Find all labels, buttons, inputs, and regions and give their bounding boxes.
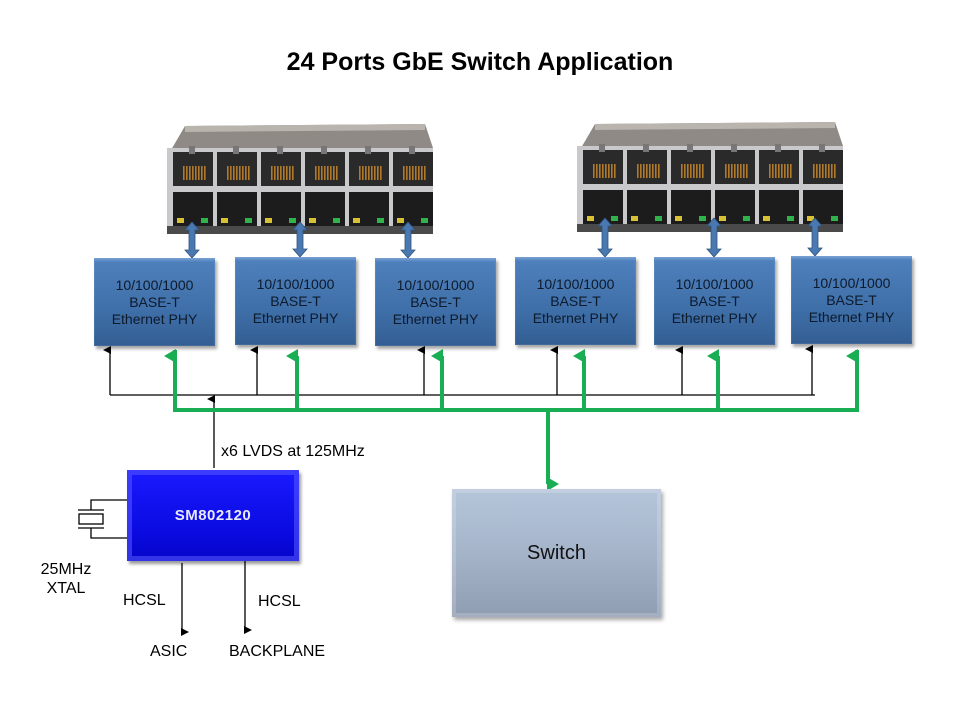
switch-label: Switch	[527, 541, 586, 564]
phy-block: 10/100/1000 BASE-T Ethernet PHY	[654, 257, 775, 345]
phy-standard: BASE-T	[410, 293, 461, 310]
rj45-port	[173, 192, 213, 226]
phy-standard: BASE-T	[826, 291, 877, 308]
rj45-port	[217, 146, 257, 186]
phy-speed: 10/100/1000	[256, 275, 335, 292]
bidirectional-arrow-icon	[597, 217, 613, 258]
rj45-port	[759, 190, 799, 224]
phy-standard: BASE-T	[550, 292, 601, 309]
bidirectional-arrow-icon	[184, 221, 200, 259]
page-title: 24 Ports GbE Switch Application	[286, 48, 674, 76]
rj45-port	[671, 144, 711, 184]
rj45-port	[305, 146, 345, 186]
crystal-icon	[78, 499, 127, 539]
rj45-port	[261, 146, 301, 186]
bidirectional-arrow-icon	[807, 217, 823, 257]
rj45-connector-right	[577, 122, 843, 232]
hcsl-backplane-label: HCSL	[258, 593, 301, 610]
lvds-output-label: x6 LVDS at 125MHz	[221, 443, 365, 460]
phy-block: 10/100/1000 BASE-T Ethernet PHY	[94, 258, 215, 346]
connector-phy-links	[184, 217, 823, 259]
rj45-connector-left	[167, 124, 433, 234]
rj45-port	[173, 146, 213, 186]
phy-block: 10/100/1000 BASE-T Ethernet PHY	[375, 258, 496, 346]
bidirectional-arrow-icon	[706, 217, 722, 258]
crystal-type: XTAL	[46, 580, 86, 597]
rj45-port	[803, 144, 843, 184]
phy-speed: 10/100/1000	[115, 276, 194, 293]
rj45-port	[715, 190, 755, 224]
rj45-port	[305, 192, 345, 226]
rj45-port	[627, 190, 667, 224]
clock-chip-block: SM802120	[127, 470, 299, 561]
phy-block: 10/100/1000 BASE-T Ethernet PHY	[791, 256, 912, 344]
phy-speed: 10/100/1000	[536, 275, 615, 292]
rj45-port	[349, 192, 389, 226]
bidirectional-arrow-icon	[292, 221, 308, 258]
hcsl-asic-label: HCSL	[123, 592, 166, 609]
phy-type: Ethernet PHY	[808, 308, 895, 325]
phy-standard: BASE-T	[129, 293, 180, 310]
rj45-port	[583, 144, 623, 184]
phy-speed: 10/100/1000	[675, 275, 754, 292]
clock-chip-label: SM802120	[174, 507, 252, 524]
rj45-port	[759, 144, 799, 184]
phy-standard: BASE-T	[270, 292, 321, 309]
data-bus-line	[173, 350, 859, 412]
rj45-port	[393, 146, 433, 186]
phy-type: Ethernet PHY	[532, 309, 619, 326]
backplane-destination: BACKPLANE	[229, 643, 326, 660]
rj45-port	[715, 144, 755, 184]
rj45-port	[349, 146, 389, 186]
phy-standard: BASE-T	[689, 292, 740, 309]
rj45-port	[393, 192, 433, 226]
phy-speed: 10/100/1000	[812, 274, 891, 291]
phy-type: Ethernet PHY	[392, 310, 479, 327]
crystal-frequency: 25MHz	[40, 561, 92, 578]
data-bus	[164, 349, 859, 491]
phy-speed: 10/100/1000	[396, 276, 475, 293]
phy-type: Ethernet PHY	[671, 309, 758, 326]
rj45-port	[803, 190, 843, 224]
rj45-port	[217, 192, 257, 226]
rj45-port	[583, 190, 623, 224]
phy-type: Ethernet PHY	[252, 309, 339, 326]
rj45-port	[627, 144, 667, 184]
asic-destination: ASIC	[150, 643, 188, 660]
crystal-label: 25MHz XTAL	[38, 560, 94, 598]
phy-type: Ethernet PHY	[111, 310, 198, 327]
bidirectional-arrow-icon	[400, 221, 416, 259]
phy-block: 10/100/1000 BASE-T Ethernet PHY	[235, 257, 356, 345]
rj45-port	[261, 192, 301, 226]
rj45-port	[671, 190, 711, 224]
phy-block: 10/100/1000 BASE-T Ethernet PHY	[515, 257, 636, 345]
switch-block: Switch	[452, 489, 661, 617]
